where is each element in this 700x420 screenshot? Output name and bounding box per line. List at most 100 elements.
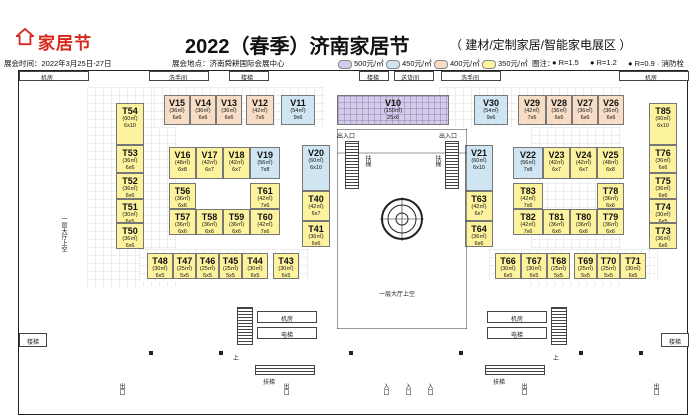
booth-size: 6x6 <box>178 229 187 235</box>
booth[interactable]: T67(30㎡)6x5 <box>521 253 547 279</box>
booth-id: T70 <box>600 256 617 266</box>
booth[interactable]: T73(36㎡)6x6 <box>649 223 677 249</box>
booth[interactable]: V26(36㎡)6x6 <box>598 95 624 125</box>
booth-size: 5x5 <box>203 273 212 279</box>
booth[interactable]: T59(36㎡)6x6 <box>223 209 250 235</box>
booth[interactable]: V13(36㎡)6x6 <box>216 95 242 125</box>
booth-area: (36㎡) <box>169 108 185 114</box>
booth-size: 6x8 <box>178 167 187 173</box>
booth[interactable]: V24(42㎡)6x7 <box>570 147 597 179</box>
booth[interactable]: V28(36㎡)6x6 <box>546 95 572 125</box>
booth[interactable]: T43(30㎡)6x5 <box>273 253 299 279</box>
booth[interactable]: T81(36㎡)6x6 <box>543 209 570 235</box>
elevator-bank <box>257 327 317 339</box>
booth[interactable]: T58(36㎡)6x6 <box>196 209 223 235</box>
booth[interactable]: T70(25㎡)5x5 <box>597 253 620 279</box>
booth[interactable]: T64(36㎡)6x6 <box>465 221 493 247</box>
booth[interactable]: V15(36㎡)6x6 <box>164 95 190 125</box>
booth[interactable]: T40(42㎡)6x7 <box>302 191 330 221</box>
booth[interactable]: T76(36㎡)6x6 <box>649 145 677 173</box>
booth[interactable]: T56(36㎡)6x6 <box>169 183 196 209</box>
booth-id: T60 <box>257 212 273 222</box>
booth[interactable]: T79(36㎡)6x6 <box>597 209 624 235</box>
booth[interactable]: V19(56㎡)7x8 <box>250 147 280 179</box>
booth[interactable]: V12(42㎡)7x6 <box>246 95 274 125</box>
booth[interactable]: T50(36㎡)6x6 <box>116 223 144 249</box>
booth-id: V26 <box>602 98 619 108</box>
booth[interactable]: T57(36㎡)6x6 <box>169 209 196 235</box>
booth[interactable]: V11(54㎡)9x6 <box>281 95 315 125</box>
booth-area: (36㎡) <box>548 222 565 228</box>
page-subtitle: （ 建材/定制家居/智能家电展区 ） <box>450 38 632 52</box>
booth[interactable]: V25(48㎡)6x8 <box>597 147 624 179</box>
booth-id: T56 <box>174 186 191 196</box>
booth[interactable]: T61(42㎡)7x6 <box>250 183 280 209</box>
booth-id: T45 <box>222 256 239 266</box>
booth[interactable]: V20(60㎡)6x10 <box>302 145 330 191</box>
booth[interactable]: V23(42㎡)6x7 <box>543 147 570 179</box>
booth[interactable]: V17(42㎡)6x7 <box>196 147 223 179</box>
booth-id: T64 <box>471 224 487 234</box>
booth[interactable]: T52(36㎡)6x6 <box>116 173 144 199</box>
booth[interactable]: V30(54㎡)9x6 <box>474 95 508 125</box>
booth[interactable]: T68(25㎡)5x5 <box>547 253 570 279</box>
hall-void-label: 一层大厅上空 <box>379 292 416 298</box>
column-marker <box>349 351 353 355</box>
booth[interactable]: V16(48㎡)6x8 <box>169 147 196 179</box>
escalator-label: 扶梯 <box>364 155 370 167</box>
booth-id: V21 <box>470 148 487 158</box>
booth-area: (36㎡) <box>122 186 138 192</box>
booth[interactable]: T63(42㎡)6x7 <box>465 191 493 221</box>
booth[interactable]: V10(150㎡)25x6 <box>337 95 449 125</box>
booth[interactable]: T46(25㎡)5x5 <box>196 253 219 279</box>
booth[interactable]: V18(42㎡)6x7 <box>223 147 250 179</box>
booth-area: (42㎡) <box>575 160 592 166</box>
machine-room-label: 机房 <box>511 317 524 323</box>
booth[interactable]: V14(36㎡)6x6 <box>190 95 216 125</box>
booth[interactable]: T69(25㎡)5x5 <box>574 253 597 279</box>
booth[interactable]: T45(25㎡)5x5 <box>219 253 242 279</box>
exit-label: 出口 <box>282 383 288 395</box>
booth-id: T48 <box>152 256 168 266</box>
booth[interactable]: T71(30㎡)6x5 <box>620 253 646 279</box>
booth[interactable]: T44(30㎡)6x5 <box>242 253 268 279</box>
booth-id: T79 <box>602 212 619 222</box>
stair-room <box>661 333 689 347</box>
booth[interactable]: T80(36㎡)6x6 <box>570 209 597 235</box>
booth[interactable]: T53(36㎡)6x6 <box>116 145 144 173</box>
booth[interactable]: T82(42㎡)7x6 <box>513 209 543 235</box>
entrance-label: 出入口 <box>337 134 356 140</box>
booth[interactable]: V29(42㎡)7x6 <box>518 95 546 125</box>
booth[interactable]: V21(60㎡)6x10 <box>465 145 493 191</box>
booth[interactable]: T85(60㎡)6x10 <box>649 103 677 145</box>
booth-size: 6x6 <box>224 115 234 121</box>
booth[interactable]: V27(36㎡)6x6 <box>572 95 598 125</box>
booth-id: T44 <box>247 256 263 266</box>
swatch-icon <box>434 59 448 69</box>
booth-area: (36㎡) <box>122 158 138 164</box>
booth-area: (42㎡) <box>252 108 268 114</box>
booth-size: 9x6 <box>293 115 303 121</box>
booth-size: 6x6 <box>554 115 564 121</box>
booth[interactable]: T54(60㎡)6x10 <box>116 103 144 145</box>
booth-area: (42㎡) <box>201 160 218 166</box>
booth-area: (42㎡) <box>520 222 536 228</box>
booth[interactable]: T75(36㎡)6x6 <box>649 173 677 199</box>
booth[interactable]: T47(25㎡)5x5 <box>173 253 196 279</box>
exit-label: 出口 <box>520 383 526 395</box>
booth[interactable]: T78(36㎡)6x6 <box>597 183 624 209</box>
escalator-label: 扶梯 <box>263 380 276 386</box>
booth[interactable]: T41(36㎡)6x6 <box>302 221 330 247</box>
booth-id: V12 <box>251 98 268 108</box>
booth[interactable]: T66(30㎡)6x5 <box>495 253 521 279</box>
booth[interactable]: T51(30㎡)6x5 <box>116 199 144 223</box>
booth[interactable]: V22(56㎡)7x8 <box>513 147 543 179</box>
booth[interactable]: T74(30㎡)6x5 <box>649 199 677 223</box>
booth-area: (54㎡) <box>483 108 499 114</box>
entrance-label: 出入口 <box>439 134 458 140</box>
booth[interactable]: T83(42㎡)7x6 <box>513 183 543 209</box>
legend-label: 450元/㎡ <box>402 59 432 68</box>
booth-area: (25㎡) <box>577 266 594 272</box>
booth[interactable]: T60(42㎡)7x6 <box>250 209 280 235</box>
booth[interactable]: T48(30㎡)6x5 <box>147 253 173 279</box>
